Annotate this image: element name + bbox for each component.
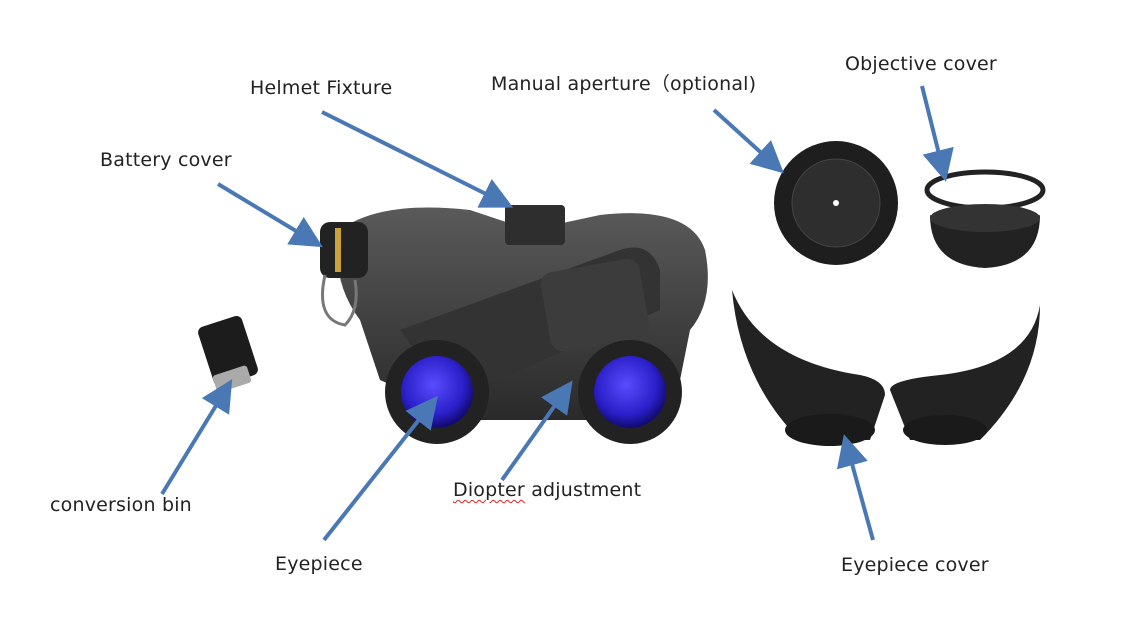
adjustment-word: adjustment bbox=[524, 479, 642, 501]
arrow-eyepiece bbox=[322, 395, 438, 542]
label-conversion-bin: conversion bin bbox=[50, 494, 192, 516]
arrow-objective-cover bbox=[920, 85, 954, 182]
arrow-manual-aperture bbox=[712, 108, 784, 174]
label-diopter-adjustment: Diopter adjustment bbox=[453, 479, 641, 501]
arrow-helmet-fixture bbox=[321, 110, 514, 208]
label-eyepiece-cover: Eyepiece cover bbox=[841, 554, 989, 576]
label-battery-cover: Battery cover bbox=[100, 149, 232, 171]
conversion-bin-part bbox=[198, 315, 258, 393]
label-objective-cover: Objective cover bbox=[845, 53, 997, 75]
arrow-eyepiece-cover bbox=[836, 434, 875, 541]
arrow-diopter bbox=[500, 380, 573, 482]
arrow-conversion-bin bbox=[160, 379, 233, 496]
label-manual-aperture: Manual aperture（optional) bbox=[491, 73, 757, 95]
objective-cover-part bbox=[924, 169, 1046, 268]
diopter-word: Diopter bbox=[453, 479, 525, 501]
arrow-battery-cover bbox=[216, 182, 323, 248]
night-vision-device bbox=[320, 205, 708, 444]
manual-aperture-part bbox=[774, 141, 898, 265]
label-helmet-fixture: Helmet Fixture bbox=[250, 77, 393, 99]
label-eyepiece: Eyepiece bbox=[275, 553, 363, 575]
eyepiece-cover-parts bbox=[732, 290, 1040, 446]
